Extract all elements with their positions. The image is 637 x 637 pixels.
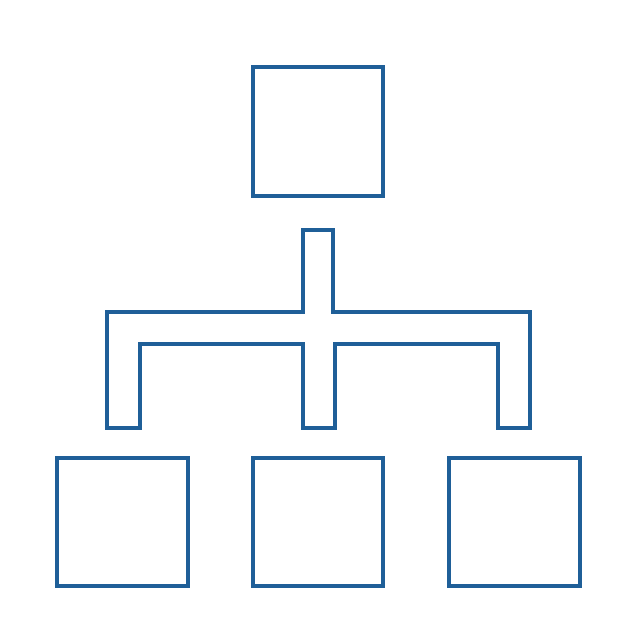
child-node-box-right <box>447 456 582 588</box>
child-node-box-center <box>251 456 385 588</box>
connector-bracket <box>105 228 532 430</box>
child-node-box-left <box>55 456 190 588</box>
root-node-box <box>251 65 385 198</box>
